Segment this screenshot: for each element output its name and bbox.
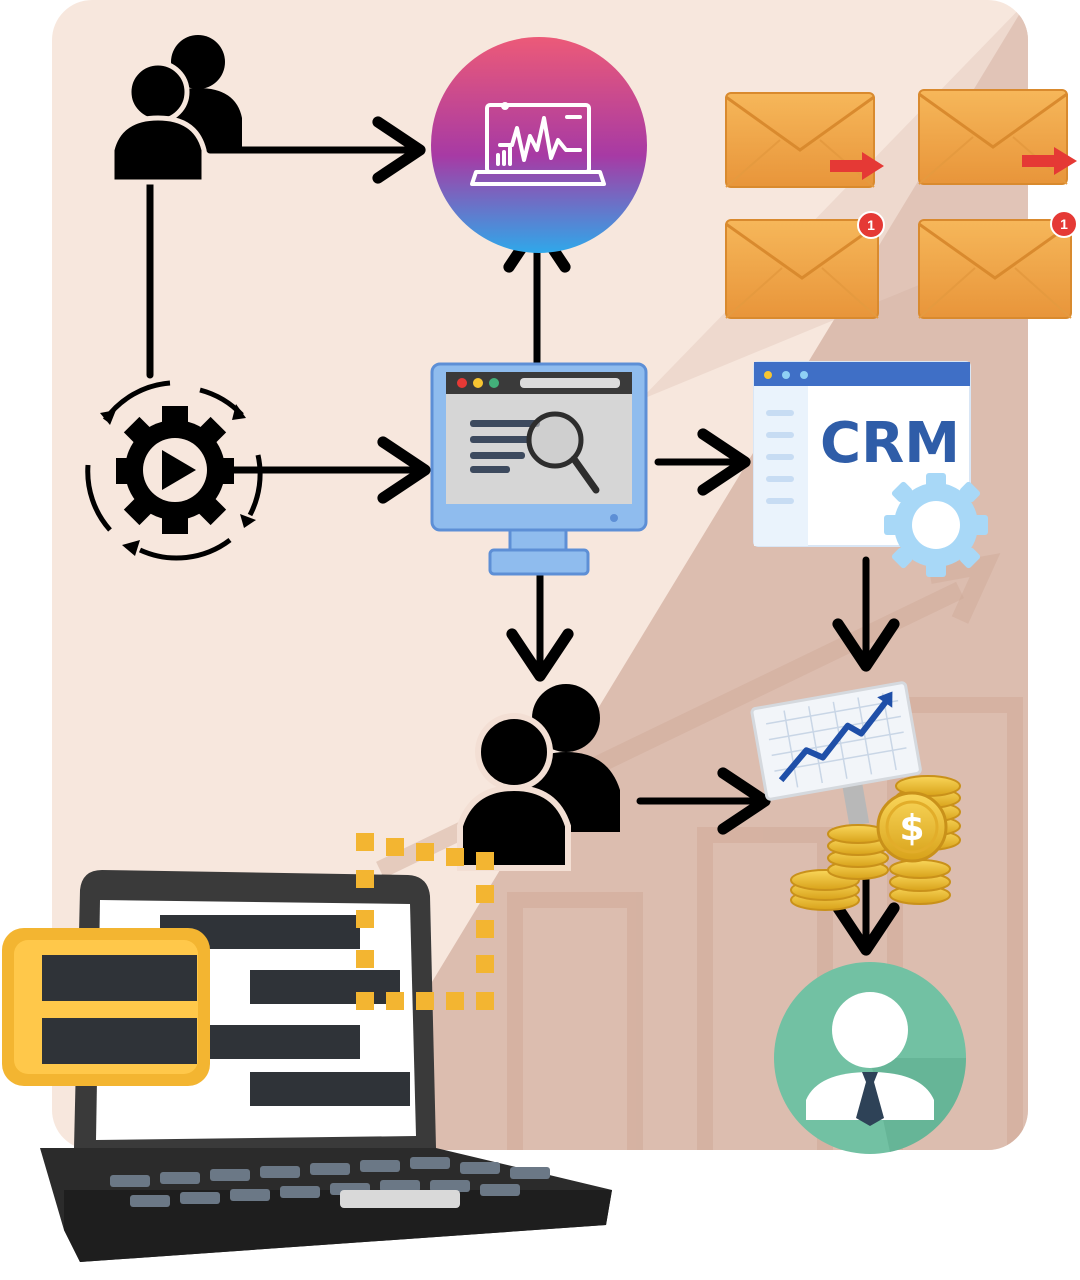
- notification-badge-right: [1050, 210, 1078, 238]
- magnifier-icon: [526, 411, 600, 494]
- crm-label: CRM: [820, 411, 960, 476]
- analytics-dashboard-icon: [431, 37, 647, 253]
- web-analytics-monitor-icon: [430, 362, 648, 576]
- email-envelope-icon-4: 1: [918, 210, 1078, 319]
- connector-arrows: [146, 116, 900, 956]
- arrow-right-icon: [1022, 147, 1077, 175]
- crm-window-icon: CRM: [753, 361, 988, 577]
- highlight-card: [2, 928, 210, 1086]
- automation-gear-play-icon: [85, 380, 263, 561]
- customer-avatar-icon: [774, 962, 967, 1154]
- email-envelope-icon-3: 1: [725, 211, 885, 319]
- selection-dots: [356, 833, 494, 1010]
- user-group-icon-bottom: [457, 684, 620, 871]
- badge-count-left: 1: [867, 217, 875, 233]
- arrow-right-icon: [830, 152, 884, 180]
- email-envelopes: 1 1: [725, 89, 1078, 319]
- email-envelope-icon-1: [725, 92, 884, 188]
- user-group-icon-top: [109, 35, 242, 185]
- notification-badge-left: [857, 211, 885, 239]
- badge-count-right: 1: [1060, 216, 1068, 232]
- gear-icon: [884, 473, 988, 577]
- growth-chart-icon: [750, 681, 922, 827]
- email-envelope-icon-2: [918, 89, 1077, 185]
- dollar-symbol: $: [899, 808, 924, 849]
- coin-stack-icon: $: [790, 775, 961, 911]
- laptop-icon: [2, 833, 612, 1262]
